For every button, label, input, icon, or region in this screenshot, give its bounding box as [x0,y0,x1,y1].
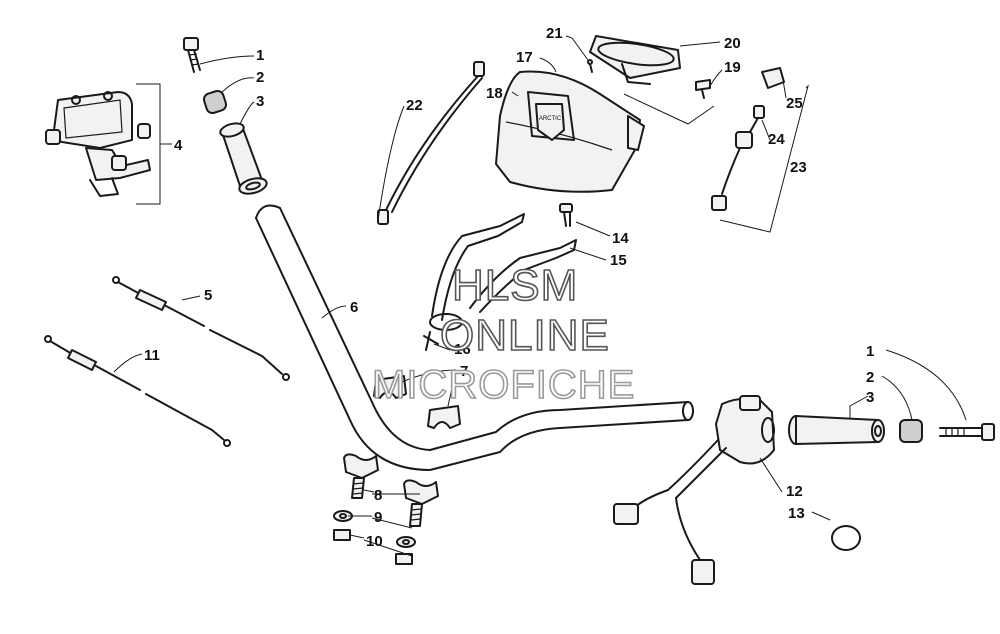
callout-23: 23 [790,159,807,176]
left-spacer [202,89,228,115]
callout-19: 19 [724,59,741,76]
callout-25: 25 [786,95,803,112]
callout-11: 11 [144,347,160,364]
bracket-4 [136,83,172,205]
callout-2-left: 2 [256,69,264,86]
callout-20: 20 [724,35,741,52]
callout-7: 7 [460,363,468,380]
speedometer-cable [377,61,485,225]
callout-1-right: 1 [866,343,874,360]
watermark-line-3: MICROFICHE [372,363,635,407]
right-grip [788,415,885,445]
bolt-14 [559,203,573,227]
callout-5: 5 [204,287,212,304]
callout-22: 22 [406,97,423,114]
leader-lines [113,35,967,557]
cable-tie-16 [423,331,439,351]
left-end-bolt [183,37,201,73]
svg-text:ARCTIC: ARCTIC [539,116,562,122]
callout-12: 12 [786,483,803,500]
screw-19 [695,79,711,99]
switch-housing [613,395,775,585]
watermark-line-1: HLSM [452,261,578,310]
lower-clamp-left [343,453,379,499]
callout-15: 15 [610,252,627,269]
light-switch-harness [711,67,785,211]
upper-clamp-right [427,405,461,429]
nuts [333,529,413,565]
callout-3-right: 3 [866,389,874,406]
throttle-housing [45,91,151,197]
screw-21 [587,59,593,73]
handlebar [255,204,694,471]
callout-3-left: 3 [256,93,264,110]
callout-2-right: 2 [866,369,874,386]
callout-18: 18 [486,85,503,102]
snap-ring-13 [831,525,861,551]
speedo-to-pod-leader [623,93,715,125]
throttle-cable-5 [112,276,290,381]
callout-labels: 1 2 3 4 5 6 7 8 9 10 11 12 13 14 15 16 1… [144,25,874,550]
right-end-bolt [939,423,995,441]
callout-17: 17 [516,49,533,66]
callout-16: 16 [454,341,471,358]
instrument-pod-cover: ARCTIC [495,70,645,193]
callout-13: 13 [788,505,805,522]
callout-9: 9 [374,509,382,526]
callout-21: 21 [546,25,563,42]
callout-24: 24 [768,131,785,148]
brake-cable-11 [44,335,231,447]
bracket-23 [719,84,809,233]
lower-clamp-right [403,479,439,527]
callout-4: 4 [174,137,183,154]
callout-10: 10 [366,533,383,550]
right-spacer [899,419,923,443]
left-grip [219,122,268,195]
upper-clamp-left [373,375,407,399]
callout-8: 8 [374,487,382,504]
callout-1-left: 1 [256,47,264,64]
callout-6: 6 [350,299,358,316]
bracket-15 [429,213,577,331]
callout-14: 14 [612,230,629,247]
watermark: HLSM ONLINE MICROFICHE [371,260,635,408]
speedometer [589,35,681,85]
watermark-line-2: ONLINE [440,311,610,360]
